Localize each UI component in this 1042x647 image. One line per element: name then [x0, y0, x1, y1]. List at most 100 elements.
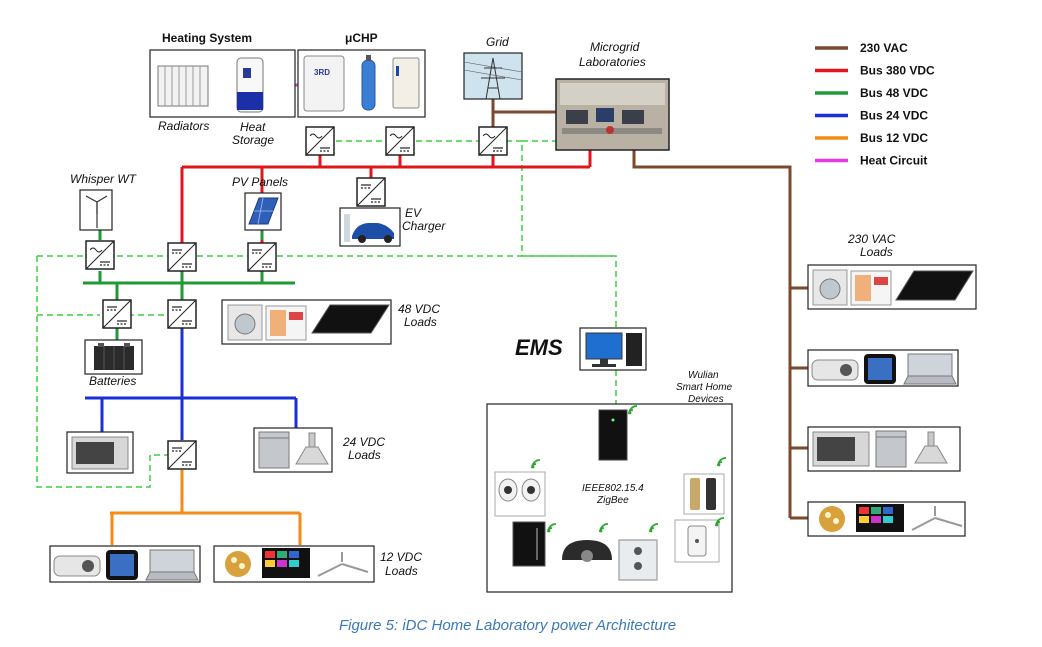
converter-icon	[305, 126, 335, 156]
cooker-hood-icon	[914, 431, 948, 464]
smartphone-icon	[864, 354, 896, 384]
motion-sensor-icon	[562, 523, 612, 562]
ev-charger: EV Charger	[339, 206, 446, 247]
dishwasher-icon	[875, 430, 907, 468]
loads230-label-2: Loads	[860, 245, 893, 259]
refrigerator-icon	[850, 270, 892, 306]
computer-icon	[585, 332, 642, 367]
led-bulb-icon	[819, 506, 845, 532]
radiator-icon	[157, 65, 209, 107]
converter-icon	[356, 177, 386, 207]
ceiling-fan-icon	[911, 506, 963, 531]
ev-label-1: EV	[405, 206, 422, 220]
legend-label: Bus 12 VDC	[860, 131, 928, 145]
refrigerator-icon	[265, 305, 307, 341]
wulian-label-3: Devices	[688, 394, 724, 405]
induction-hob-icon	[895, 270, 974, 301]
bus-24vdc	[85, 328, 298, 440]
whisper-wt: Whisper WT	[70, 172, 138, 231]
zigbee-gateway-icon	[598, 405, 638, 461]
wulian-label-2: Smart Home	[676, 382, 733, 393]
gas-cylinder-icon	[361, 55, 376, 111]
ems-label: EMS	[515, 335, 563, 360]
loads12-label-1: 12 VDC	[380, 550, 422, 564]
loads24-label-2: Loads	[348, 448, 381, 462]
projector-icon	[53, 555, 101, 577]
converter-icon	[102, 299, 132, 329]
ceiling-fan-icon	[317, 552, 369, 577]
bus-230vac	[491, 99, 808, 520]
door-lock-icon	[683, 457, 727, 515]
heating-system-title: Heating System	[162, 31, 252, 45]
laptop-icon	[903, 353, 957, 385]
wulian-smart-home: Wulian Smart Home Devices IEEE802.15.4 Z…	[486, 370, 733, 593]
loads-24vdc: 24 VDC Loads	[66, 427, 385, 474]
washing-machine-icon	[812, 269, 848, 306]
ip-camera-icon	[494, 459, 546, 517]
television-icon	[262, 548, 310, 578]
pv-panels-label: PV Panels	[232, 175, 288, 189]
heat-storage-label-1: Heat	[240, 120, 266, 134]
converter-icon	[167, 440, 197, 470]
pv-panels: PV Panels	[232, 175, 288, 231]
projector-icon	[811, 359, 859, 381]
boiler-icon: 3RD	[303, 55, 345, 112]
led-bulb-icon	[225, 551, 251, 577]
legend-label: Bus 24 VDC	[860, 109, 928, 123]
converter-icon	[167, 242, 197, 272]
batteries-label: Batteries	[89, 374, 136, 388]
zigbee-label-1: IEEE802.15.4	[582, 483, 644, 494]
grid-label: Grid	[486, 35, 509, 49]
light-switch-icon	[618, 523, 659, 581]
loads24-label-1: 24 VDC	[342, 435, 385, 449]
svg-text:3RD: 3RD	[314, 68, 330, 77]
keypad-panel-icon	[512, 521, 557, 567]
solar-panel-icon	[248, 197, 279, 225]
microgrid-label-1: Microgrid	[590, 40, 640, 54]
legend-label: Bus 380 VDC	[860, 64, 935, 78]
microgrid-label-2: Laboratories	[579, 55, 646, 69]
chp-unit-icon	[392, 57, 420, 109]
heat-storage-icon	[236, 57, 264, 113]
bus-48vdc	[83, 230, 295, 340]
communication-lines	[36, 140, 617, 488]
microwave-icon	[812, 431, 870, 467]
grid: Grid	[463, 35, 523, 100]
wind-turbine-icon	[85, 195, 108, 228]
laptop-icon	[145, 549, 199, 581]
converter-icon	[385, 126, 415, 156]
converter-icon	[167, 299, 197, 329]
converter-icon	[85, 240, 115, 270]
battery-icon	[94, 343, 134, 370]
whisper-wt-label: Whisper WT	[70, 172, 138, 186]
smart-plug-icon	[674, 517, 725, 563]
loads-12vdc: 12 VDC Loads	[49, 545, 422, 583]
legend-label: 230 VAC	[860, 41, 908, 55]
converter-icon	[247, 242, 277, 272]
microwave-icon	[71, 436, 129, 470]
bus-12vdc	[110, 470, 302, 545]
radiators-label: Radiators	[158, 119, 209, 133]
dishwasher-icon	[258, 431, 290, 469]
figure-caption: Figure 5: iDC Home Laboratory power Arch…	[338, 617, 677, 634]
ems: EMS	[515, 327, 647, 371]
loads48-label-1: 48 VDC	[398, 302, 440, 316]
legend-label: Heat Circuit	[860, 154, 927, 168]
smartphone-icon	[106, 550, 138, 580]
cooker-hood-icon	[295, 432, 329, 465]
television-icon	[856, 504, 904, 532]
batteries: Batteries	[84, 339, 143, 388]
heat-storage-label-2: Storage	[232, 133, 274, 147]
wulian-label-1: Wulian	[688, 370, 719, 381]
loads230-label-1: 230 VAC	[847, 232, 896, 246]
induction-hob-icon	[311, 304, 390, 334]
loads-48vdc: 48 VDC Loads	[221, 299, 440, 345]
pylon-icon	[463, 57, 523, 100]
converter-icon	[478, 126, 508, 156]
ev-label-2: Charger	[402, 219, 446, 233]
washing-machine-icon	[227, 304, 263, 341]
loads-230vac: 230 VAC Loads	[807, 232, 977, 537]
uchp: μCHP 3RD	[297, 31, 426, 118]
